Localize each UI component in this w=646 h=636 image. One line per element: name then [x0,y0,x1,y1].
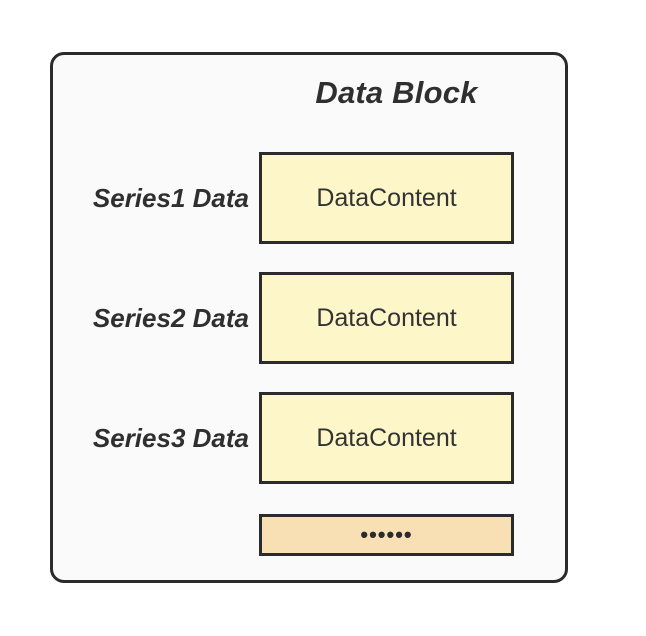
more-items-box[interactable]: •••••• [259,514,514,556]
series-label: Series2 Data [92,302,249,333]
more-row-spacer [53,535,259,536]
ellipsis-icon: •••••• [360,522,413,547]
data-content-label: DataContent [316,183,457,212]
data-content-box[interactable]: DataContent [259,392,514,484]
data-content-label: DataContent [316,423,457,452]
data-block-container: Data Block Series1 Data DataContent Seri… [50,52,568,583]
series-label: Series3 Data [92,422,249,453]
data-content-box[interactable]: DataContent [259,152,514,244]
data-row: Series1 Data DataContent [53,152,565,244]
data-content-label: DataContent [316,303,457,332]
data-row: Series3 Data DataContent [53,392,565,484]
page-title: Data Block [315,75,478,110]
data-row: Series2 Data DataContent [53,272,565,364]
data-content-box[interactable]: DataContent [259,272,514,364]
series-label: Series1 Data [92,182,249,213]
more-row: •••••• [53,514,565,556]
